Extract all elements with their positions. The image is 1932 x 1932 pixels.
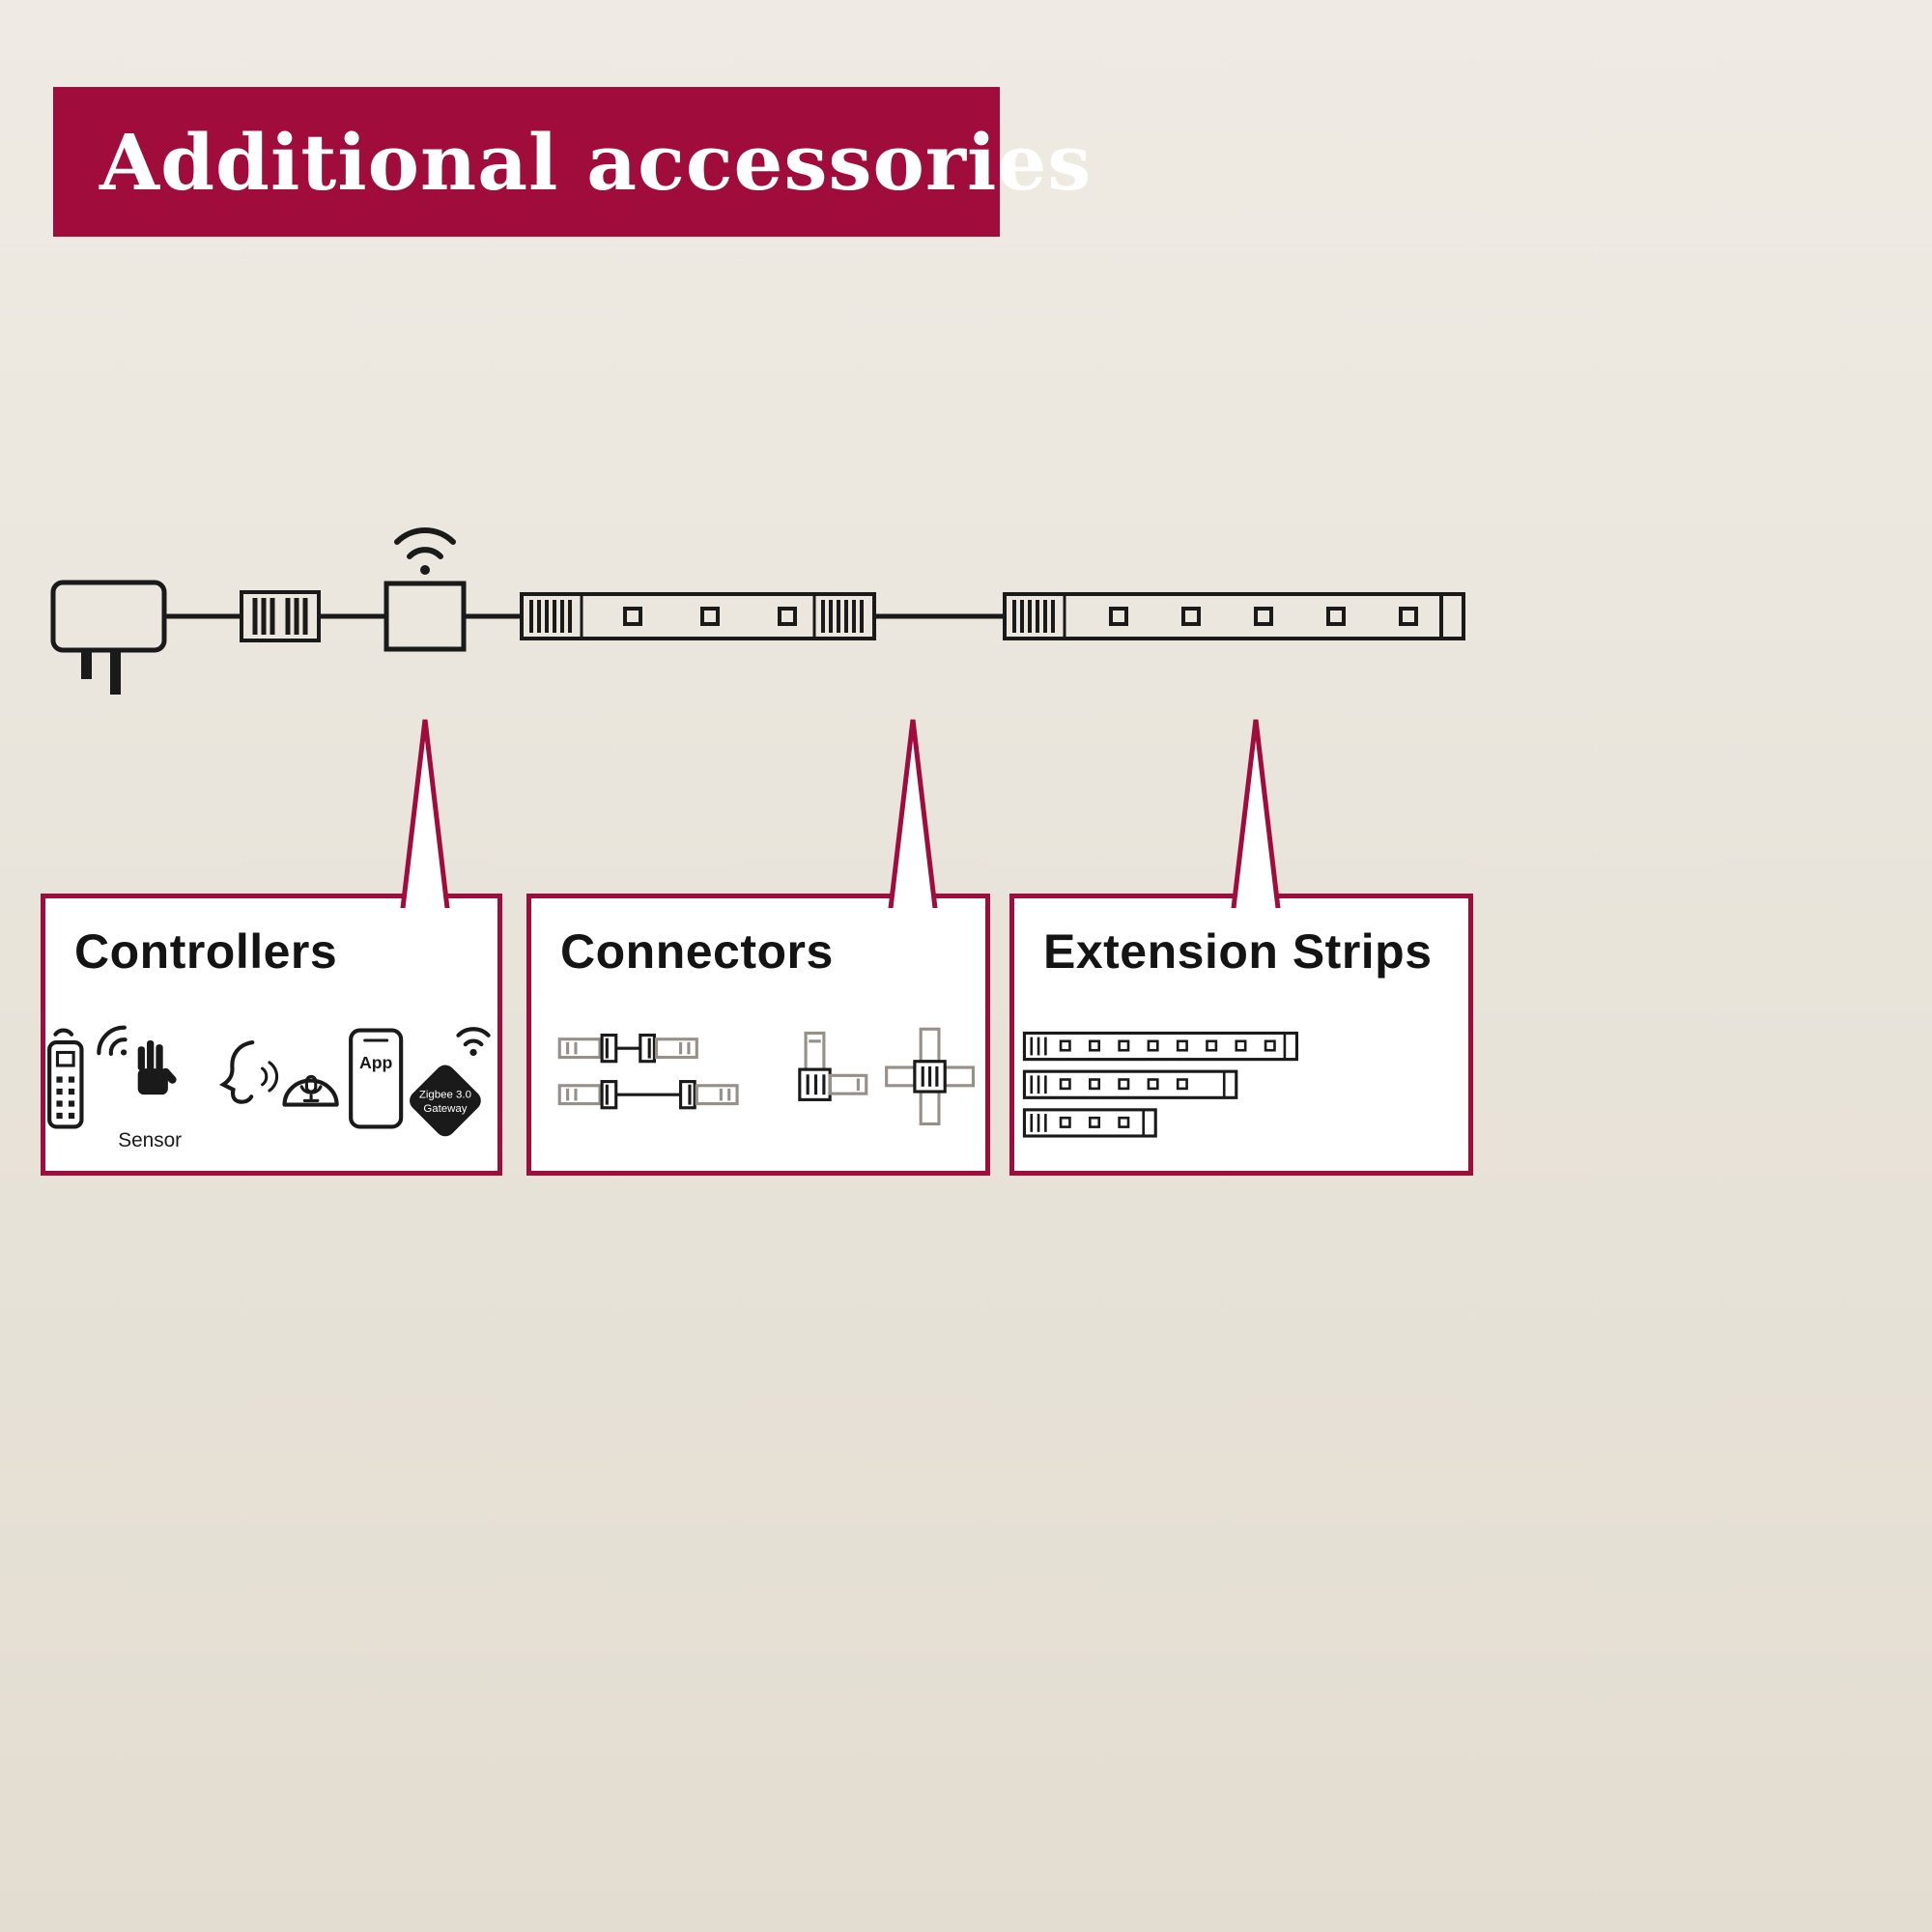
strip-medium-icon (1022, 1069, 1238, 1099)
wifi-controller-icon (384, 527, 467, 652)
callout-pointer-connectors (888, 719, 938, 908)
callout-extension-strips: Extension Strips (1009, 894, 1473, 1176)
callout-pointer-controllers (400, 719, 450, 908)
strip-short-icon (1022, 1108, 1157, 1138)
straight-connector-icon (557, 1033, 739, 1110)
controllers-title: Controllers (74, 924, 338, 979)
connectors-title: Connectors (560, 924, 834, 979)
accessory-chain-diagram (50, 527, 1465, 695)
extension-strips-title: Extension Strips (1043, 924, 1433, 979)
extension-strips-icons (1022, 1031, 1299, 1138)
callout-controllers: Controllers (41, 894, 502, 1176)
corner-connector-icon (798, 1031, 868, 1101)
sensor-label: Sensor (118, 1129, 182, 1151)
title-banner: Additional accessories (53, 87, 1091, 237)
page-title: Additional accessories (99, 116, 1093, 208)
gateway-label-line1: Zigbee 3.0 (419, 1089, 471, 1100)
app-label: App (359, 1053, 393, 1072)
strip-connector-icon (240, 590, 321, 642)
strip-long-icon (1022, 1031, 1299, 1062)
led-strip-icon (1003, 592, 1465, 640)
voice-control-icon (218, 1040, 339, 1107)
cross-connector-icon (885, 1027, 976, 1126)
motion-sensor-icon: Sensor (97, 1025, 182, 1151)
remote-control-icon (47, 1028, 84, 1129)
gateway-label-line2: Gateway (423, 1103, 467, 1115)
power-adapter-icon (50, 580, 167, 695)
connectors-icons (557, 1027, 976, 1126)
app-gateway-icon: App Zigbee 3.0 Gateway (349, 1027, 491, 1137)
callout-connectors: Connectors (526, 894, 990, 1176)
controllers-icons: Sensor App Zigbee 3.0 Gateway (47, 1025, 491, 1151)
led-strip-icon (520, 592, 876, 640)
callout-pointer-extension-strips (1231, 719, 1281, 908)
